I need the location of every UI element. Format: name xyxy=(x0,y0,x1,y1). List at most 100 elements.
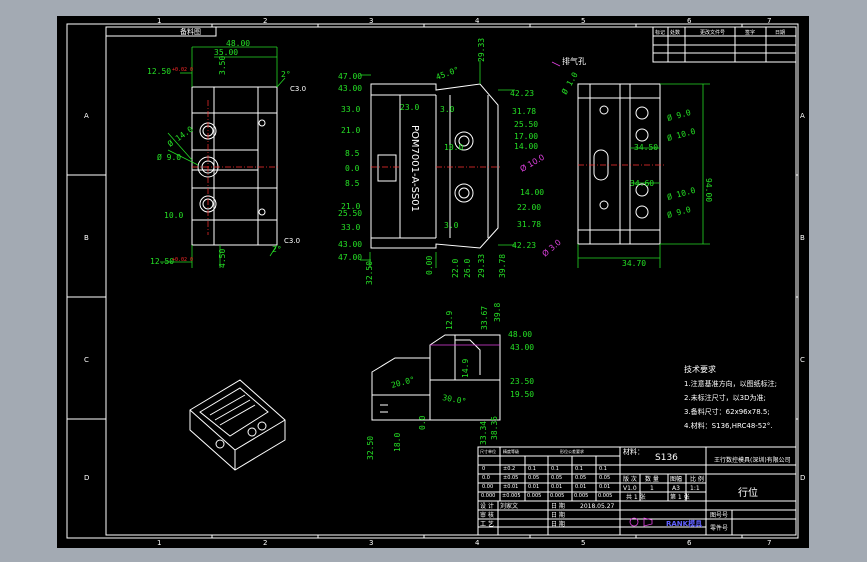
dim-mid-right-17: 17.00 xyxy=(514,132,538,141)
dim-sec-32-5: 32.50 xyxy=(366,436,375,460)
tol-cell: 0 xyxy=(482,466,485,472)
dim-mid-left-8-5-bottom: 8.5 xyxy=(345,179,360,188)
tol-cell: 0.01 xyxy=(575,484,586,490)
dim-sec-33-67: 33.67 xyxy=(480,306,489,330)
dim-right-34-6: 34.60 xyxy=(630,179,654,188)
grid-col-labels: 1 2 3 4 5 6 7 1 2 3 4 5 6 7 xyxy=(157,17,771,547)
dim-left-angle-bottom: 2° xyxy=(272,245,282,254)
tol-cell: 0.005 xyxy=(527,493,541,499)
dim-sec-angle-30: 30.0° xyxy=(442,393,467,406)
tol-cell: ±0.2 xyxy=(503,466,515,472)
tol-header-grade: 精度等级 xyxy=(503,448,519,454)
dim-left-3-5: 3.50 xyxy=(218,56,227,75)
grid-row-b-right: B xyxy=(800,234,805,242)
grid-col-4-bottom: 4 xyxy=(475,539,480,547)
date-label-3: 日 期 xyxy=(551,520,565,528)
tol-cell: ±0.01 xyxy=(503,484,518,490)
grid-row-a: A xyxy=(84,112,89,120)
inner-border xyxy=(105,26,797,536)
grid-col-5: 5 xyxy=(581,17,585,25)
grid-row-c: C xyxy=(84,356,89,364)
grid-col-6-bottom: 6 xyxy=(687,539,692,547)
tol-header-unit: 尺寸单位 xyxy=(480,448,496,454)
dim-sec-39-8: 39.8 xyxy=(493,303,502,322)
tol-left-top: +0.02 0 xyxy=(172,67,193,73)
dim-sec-48: 48.00 xyxy=(508,330,532,339)
date-label: 日 期 xyxy=(551,502,565,510)
dim-mid-left-43-top: 43.00 xyxy=(338,84,362,93)
left-view xyxy=(191,86,280,246)
part-name: 行位 xyxy=(738,486,758,499)
middle-view: POM7001-A-SS01 xyxy=(370,83,500,249)
tol-cell: 0.01 xyxy=(528,484,539,490)
grid-col-6: 6 xyxy=(687,17,692,25)
dim-mid-right-42-23-top: 42.23 xyxy=(510,89,534,98)
tol-cell: 0.1 xyxy=(575,466,583,472)
dim-mid-right-14-top: 14.00 xyxy=(514,142,538,151)
tol-cell: ±0.005 xyxy=(502,493,521,499)
grid-col-4: 4 xyxy=(475,17,480,25)
dim-mid-left-21-top: 21.0 xyxy=(341,126,360,135)
tol-cell: ±0.05 xyxy=(503,475,518,481)
header-size: 图幅 xyxy=(670,475,682,483)
grid-row-c-right: C xyxy=(800,356,805,364)
header-qty: 数 量 xyxy=(645,475,659,483)
grid-row-labels: A B C D A B C D xyxy=(84,112,805,482)
tech-note-3: 3.备料尺寸：62x96x78.5; xyxy=(684,407,770,416)
dim-mid-inner-10: 10.0 xyxy=(444,143,463,152)
rev-header-doc: 更改文件号 xyxy=(700,29,725,36)
dim-mid-left-21-bottom: 21.0 xyxy=(341,202,360,211)
tol-cell: 0.005 xyxy=(550,493,564,499)
tech-note-1: 1.注意基准方向，以图纸标注; xyxy=(684,379,777,388)
grid-col-1-bottom: 1 xyxy=(157,539,161,547)
dim-left-4-5: 4.50 xyxy=(218,249,227,268)
designer-name: 刘家文 xyxy=(500,502,518,510)
dim-mid-inner-23: 23.0 xyxy=(400,103,419,112)
dim-left-48: 48.00 xyxy=(226,39,250,48)
dim-mid-bottom-0: 0.00 xyxy=(425,256,434,275)
tol-cell: 0.1 xyxy=(551,466,559,472)
dim-sec-43: 43.00 xyxy=(510,343,534,352)
dim-mid-right-25-5: 25.50 xyxy=(514,120,538,129)
dim-mid-left-33-bottom: 33.0 xyxy=(341,223,360,232)
dim-sec-0: 0.0 xyxy=(418,415,427,430)
dim-mid-left-43-bottom: 43.00 xyxy=(338,240,362,249)
dim-mid-left-47-bottom: 47.00 xyxy=(338,253,362,262)
tech-note-2: 2.未标注尺寸，以3D为准; xyxy=(684,393,766,402)
sheet-number: 第 1 张 xyxy=(670,493,690,501)
date-label-2: 日 期 xyxy=(551,511,565,519)
dim-mid-left-25-5: 25.50 xyxy=(338,209,362,218)
tol-cell: 0.005 xyxy=(598,493,612,499)
dim-sec-19-5: 19.50 xyxy=(510,390,534,399)
dim-right-34-7: 34.70 xyxy=(622,259,646,268)
engraved-part-number: POM7001-A-SS01 xyxy=(409,125,420,212)
grid-col-2: 2 xyxy=(263,17,267,25)
drawing-no-label: 图号号 xyxy=(710,512,728,519)
version-value: V1.0 xyxy=(623,485,637,492)
rev-header-sign: 签字 xyxy=(745,29,755,36)
dim-mid-bottom-39-78: 39.78 xyxy=(498,254,507,278)
grid-row-b: B xyxy=(84,234,89,242)
rev-header-date: 日期 xyxy=(775,30,785,36)
grid-row-d: D xyxy=(84,474,89,482)
tech-notes: 技术要求 1.注意基准方向，以图纸标注; 2.未标注尺寸，以3D为准; 3.备料… xyxy=(684,364,777,430)
tol-cell: 0.05 xyxy=(575,475,586,481)
tol-cell: 0.00 xyxy=(482,484,493,490)
dim-sec-38-35: 38.35 xyxy=(490,416,499,440)
dim-left-chamfer-bottom: C3.0 xyxy=(284,237,300,245)
part-no-label: 零件号 xyxy=(710,524,728,532)
stock-label-box xyxy=(105,26,217,37)
sheets-total: 共 1 张 xyxy=(626,493,646,501)
right-view xyxy=(577,83,664,245)
dim-mid-bottom-32-5: 32.50 xyxy=(365,261,374,285)
dim-left-chamfer-top: C3.0 xyxy=(290,85,306,93)
craft-label: 工 艺 xyxy=(480,520,494,528)
tol-header-title: 形位公差要求 xyxy=(560,448,584,454)
grid-col-3-bottom: 3 xyxy=(369,539,373,547)
tol-cell: 0.000 xyxy=(481,493,495,499)
dim-mid-left-47-top: 47.00 xyxy=(338,72,362,81)
dim-sec-12-9: 12.9 xyxy=(445,311,454,330)
dim-sec-18: 18.0 xyxy=(393,433,402,452)
